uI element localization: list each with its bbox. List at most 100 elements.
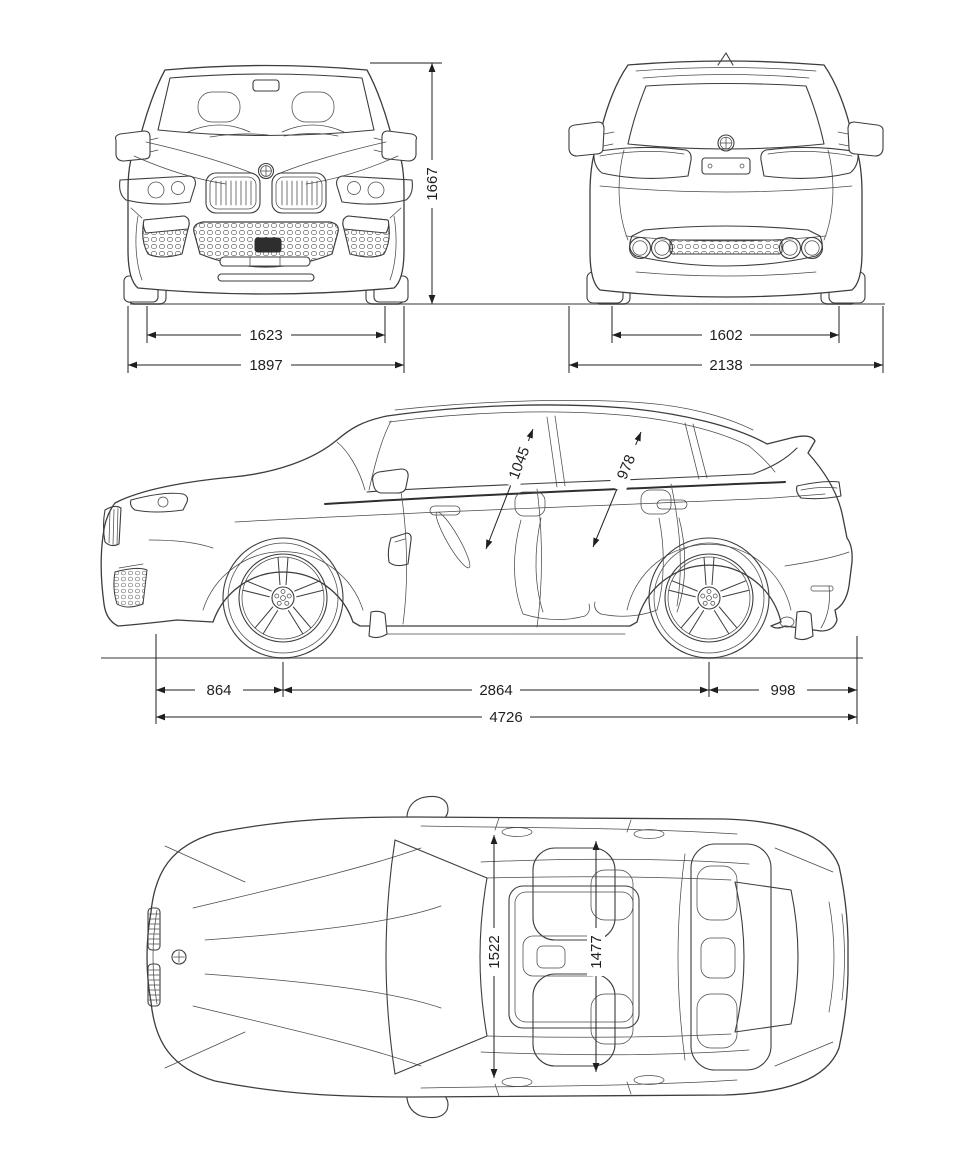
exhaust-tips bbox=[628, 236, 824, 260]
dim-side-extensions bbox=[155, 634, 858, 724]
door-seams bbox=[400, 483, 681, 628]
top-view-drawing: 1522 1477 bbox=[146, 795, 849, 1119]
windshield bbox=[157, 73, 375, 137]
spoiler-edge bbox=[828, 901, 845, 1013]
skid-plate bbox=[217, 273, 315, 282]
rear-view-drawing: 1602 2138 bbox=[568, 52, 884, 374]
front-seat bbox=[514, 491, 590, 620]
rear-corner-slashes bbox=[774, 847, 834, 1067]
rear-silhouette bbox=[589, 60, 863, 298]
rear-window-top bbox=[734, 881, 799, 1033]
beltline-trim bbox=[324, 481, 786, 505]
side-headlight bbox=[129, 492, 189, 513]
left-side-mirror bbox=[114, 130, 151, 162]
lower-slat bbox=[219, 256, 311, 267]
dim-rear-track-label: 1602 bbox=[709, 327, 742, 344]
dim-front-track: 1623 bbox=[146, 306, 386, 344]
front-fender-flare bbox=[202, 551, 364, 611]
dim-front-overhang: 864 bbox=[156, 682, 283, 699]
rear-car-body bbox=[568, 52, 884, 305]
a-pillars-top bbox=[394, 839, 488, 1075]
dim-overall-length-label: 4726 bbox=[489, 709, 522, 726]
dim-wheelbase-label: 2864 bbox=[479, 682, 512, 699]
rear-seat bbox=[594, 489, 686, 617]
left-headlight bbox=[119, 175, 196, 205]
roof-rails-top bbox=[480, 858, 750, 1056]
antenna-fin bbox=[717, 52, 734, 66]
rear-reflector bbox=[810, 585, 834, 592]
dim-front-track-label: 1623 bbox=[249, 327, 282, 344]
front-corner-slashes bbox=[164, 845, 246, 1069]
roof-front-edge bbox=[479, 877, 488, 1037]
side-mirror bbox=[372, 468, 409, 494]
dim-shoulder-front: 1522 bbox=[485, 835, 503, 1078]
dim-rear-width-mirrors: 2138 bbox=[568, 306, 884, 374]
side-car-body bbox=[100, 400, 853, 659]
rearview-mirror bbox=[252, 79, 280, 92]
diffuser bbox=[629, 225, 823, 267]
dim-front-width-label: 1897 bbox=[249, 357, 282, 374]
right-taillight bbox=[760, 146, 859, 179]
beltline bbox=[366, 447, 798, 493]
dim-rear-width-label: 2138 bbox=[709, 357, 742, 374]
side-exhaust-tips bbox=[779, 616, 795, 628]
top-grille-bands bbox=[147, 907, 161, 1007]
kidney-grille-right bbox=[271, 172, 327, 214]
front-mudflap-side bbox=[368, 610, 388, 639]
side-door-lines bbox=[420, 817, 738, 1097]
cowl-arc bbox=[385, 839, 396, 1075]
rear-left-mirror bbox=[568, 121, 605, 157]
b-pillar bbox=[546, 415, 566, 488]
ground-line bbox=[130, 303, 885, 305]
bmw-roundel-icon bbox=[257, 162, 275, 180]
panoramic-roof bbox=[508, 885, 640, 1029]
side-view-drawing: 1045 978 864 2864 bbox=[100, 400, 863, 726]
side-front-intake bbox=[113, 567, 148, 608]
rear-bench-top bbox=[677, 843, 772, 1071]
front-door-handle bbox=[429, 505, 461, 516]
side-vent bbox=[387, 532, 412, 567]
dim-rear-track: 1602 bbox=[611, 306, 840, 344]
rear-mudflap-side bbox=[794, 610, 814, 641]
dim-overall-length: 4726 bbox=[156, 709, 857, 726]
dim-rear-overhang-label: 998 bbox=[770, 682, 795, 699]
rear-door-handle bbox=[656, 499, 688, 510]
radar-panel bbox=[254, 237, 282, 253]
front-view-drawing: 1623 1897 1667 bbox=[114, 62, 442, 374]
dim-wheelbase: 2864 bbox=[283, 682, 709, 699]
kidney-grille-left bbox=[205, 172, 261, 214]
character-line bbox=[234, 493, 826, 523]
hood-creases-top bbox=[192, 847, 442, 1067]
front-seats-top bbox=[532, 847, 634, 1067]
side-kidney-grille bbox=[102, 505, 122, 547]
front-wheel bbox=[222, 537, 344, 659]
left-taillight bbox=[593, 146, 692, 179]
dim-shoulder-front-label: 1522 bbox=[486, 935, 503, 968]
rear-fender-flare bbox=[626, 543, 792, 611]
dim-height-label: 1667 bbox=[424, 167, 441, 200]
door-handle bbox=[501, 827, 533, 837]
rear-right-mirror bbox=[847, 121, 884, 157]
rear-window bbox=[627, 82, 825, 150]
dim-rear-overhang: 998 bbox=[709, 682, 857, 699]
hood-creases bbox=[133, 141, 399, 185]
dim-shoulder-rear: 1477 bbox=[587, 841, 605, 1072]
dim-front-overhang-label: 864 bbox=[206, 682, 231, 699]
roof-rail bbox=[394, 400, 754, 431]
side-taillight bbox=[795, 480, 842, 500]
license-plate-recess bbox=[701, 157, 751, 175]
dim-shoulder-rear-label: 1477 bbox=[588, 935, 605, 968]
right-headlight bbox=[336, 175, 413, 205]
bmw-roundel-icon bbox=[171, 949, 187, 965]
dim-height: 1667 bbox=[370, 62, 442, 304]
spoiler-lines bbox=[635, 67, 817, 79]
side-silhouette bbox=[100, 404, 853, 632]
right-headrest bbox=[291, 91, 335, 123]
diffuser-mesh bbox=[669, 239, 783, 255]
right-side-mirror bbox=[381, 130, 418, 162]
steering-wheel bbox=[435, 511, 471, 569]
front-car-body bbox=[114, 64, 418, 305]
c-pillar bbox=[684, 422, 708, 480]
wipers bbox=[209, 133, 339, 138]
